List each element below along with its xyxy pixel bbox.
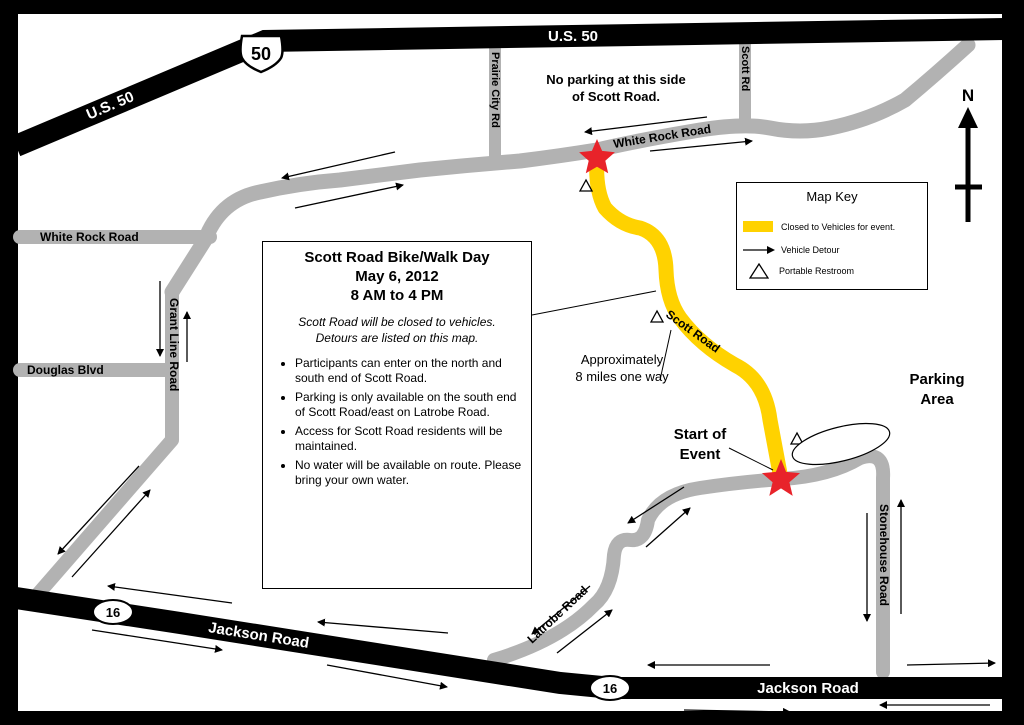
no-parking-note-line2: of Scott Road. [572,89,660,104]
key-row-detour: Vehicle Detour [743,245,840,255]
map-key-title: Map Key [806,189,858,204]
north-arrow: N [955,86,982,222]
detour-arrow [556,609,613,654]
prairie-city-rd-label: Prairie City Rd [489,52,501,128]
hwy-16-shield-right-number: 16 [603,681,617,696]
key-restroom-label: Portable Restroom [779,266,855,276]
detour-arrow [645,507,691,548]
white-rock-road-west-label: White Rock Road [40,230,139,244]
us-50-shield: 50 [239,34,284,74]
scott-rd-north-label: Scott Rd [739,46,751,91]
start-point-south-star [762,459,800,496]
detour-arrow [71,489,151,578]
info-bullet: Access for Scott Road residents will be … [295,424,523,454]
detour-arrow [281,151,396,181]
restroom-icon [578,178,594,192]
detour-arrow [107,582,233,604]
stonehouse-road-label: Stonehouse Road [877,504,891,606]
detour-arrow [584,116,708,136]
north-label: N [962,86,974,105]
parking-area-line1: Parking [909,371,964,388]
restroom-icon [749,263,769,279]
detour-arrow [317,618,449,634]
distance-note-line1: Approximately [581,352,664,367]
event-title: Scott Road Bike/Walk Day [304,249,490,266]
event-subtitle: Scott Road will be closed to vehicles. D… [271,314,523,346]
start-of-event-line2: Event [680,446,721,463]
info-bullet: Parking is only available on the south e… [295,390,523,420]
event-time: 8 AM to 4 PM [350,287,444,304]
grant-line-road [31,285,179,601]
event-info-list: Participants can enter on the north and … [271,356,523,488]
restroom-icon [789,431,805,445]
detour-arrow [531,585,591,635]
event-subtitle-line1: Scott Road will be closed to vehicles. [298,315,496,329]
douglas-blvd-label: Douglas Blvd [27,363,104,377]
map-key: Map Key Closed to Vehicles for event. Ve… [736,182,928,290]
restroom-icon [649,309,665,323]
event-date: May 6, 2012 [355,268,439,285]
detour-arrow [294,182,404,209]
key-closed-label: Closed to Vehicles for event. [781,221,896,232]
detour-arrow [683,707,791,716]
us-50-shield-number: 50 [251,44,271,64]
jackson-road-label-right: Jackson Road [757,680,859,697]
detour-arrow [57,465,140,555]
no-parking-note-line1: No parking at this side [546,72,685,87]
restroom-icons [578,178,805,445]
detour-arrow [91,629,223,653]
info-bullet: Participants can enter on the north and … [295,356,523,386]
hwy-16-shield-left-number: 16 [106,605,120,620]
parking-area-line2: Area [920,391,954,408]
start-point-north-star [579,139,615,174]
closed-route-scott-road [589,150,789,487]
parking-area-ellipse [791,422,891,466]
leader-lines [531,290,774,471]
grant-line-road-label: Grant Line Road [167,298,181,391]
info-bullet: No water will be available on route. Ple… [295,458,523,488]
key-detour-label: Vehicle Detour [781,245,840,255]
hwy-16-shield-left: 16 [92,599,134,625]
distance-note-line2: 8 miles one way [575,369,669,384]
detour-arrows [57,116,996,716]
detour-arrow [627,486,685,524]
detour-arrow [649,137,753,152]
key-row-closed: Closed to Vehicles for event. [743,221,895,232]
closed-swatch [743,221,773,232]
us-50-label-top: U.S. 50 [548,28,598,45]
detour-arrow-icon [743,246,775,254]
start-of-event-line1: Start of [674,426,728,443]
detour-arrow [326,664,448,690]
detour-arrow [906,659,996,668]
key-row-restroom: Portable Restroom [743,263,854,279]
hwy-16-shield-right: 16 [589,675,631,701]
event-info-box: Scott Road Bike/Walk Day May 6, 2012 8 A… [262,241,532,589]
annotations: No parking at this side of Scott Road. A… [546,72,964,463]
event-subtitle-line2: Detours are listed on this map. [315,331,479,345]
stonehouse-road [853,449,891,679]
